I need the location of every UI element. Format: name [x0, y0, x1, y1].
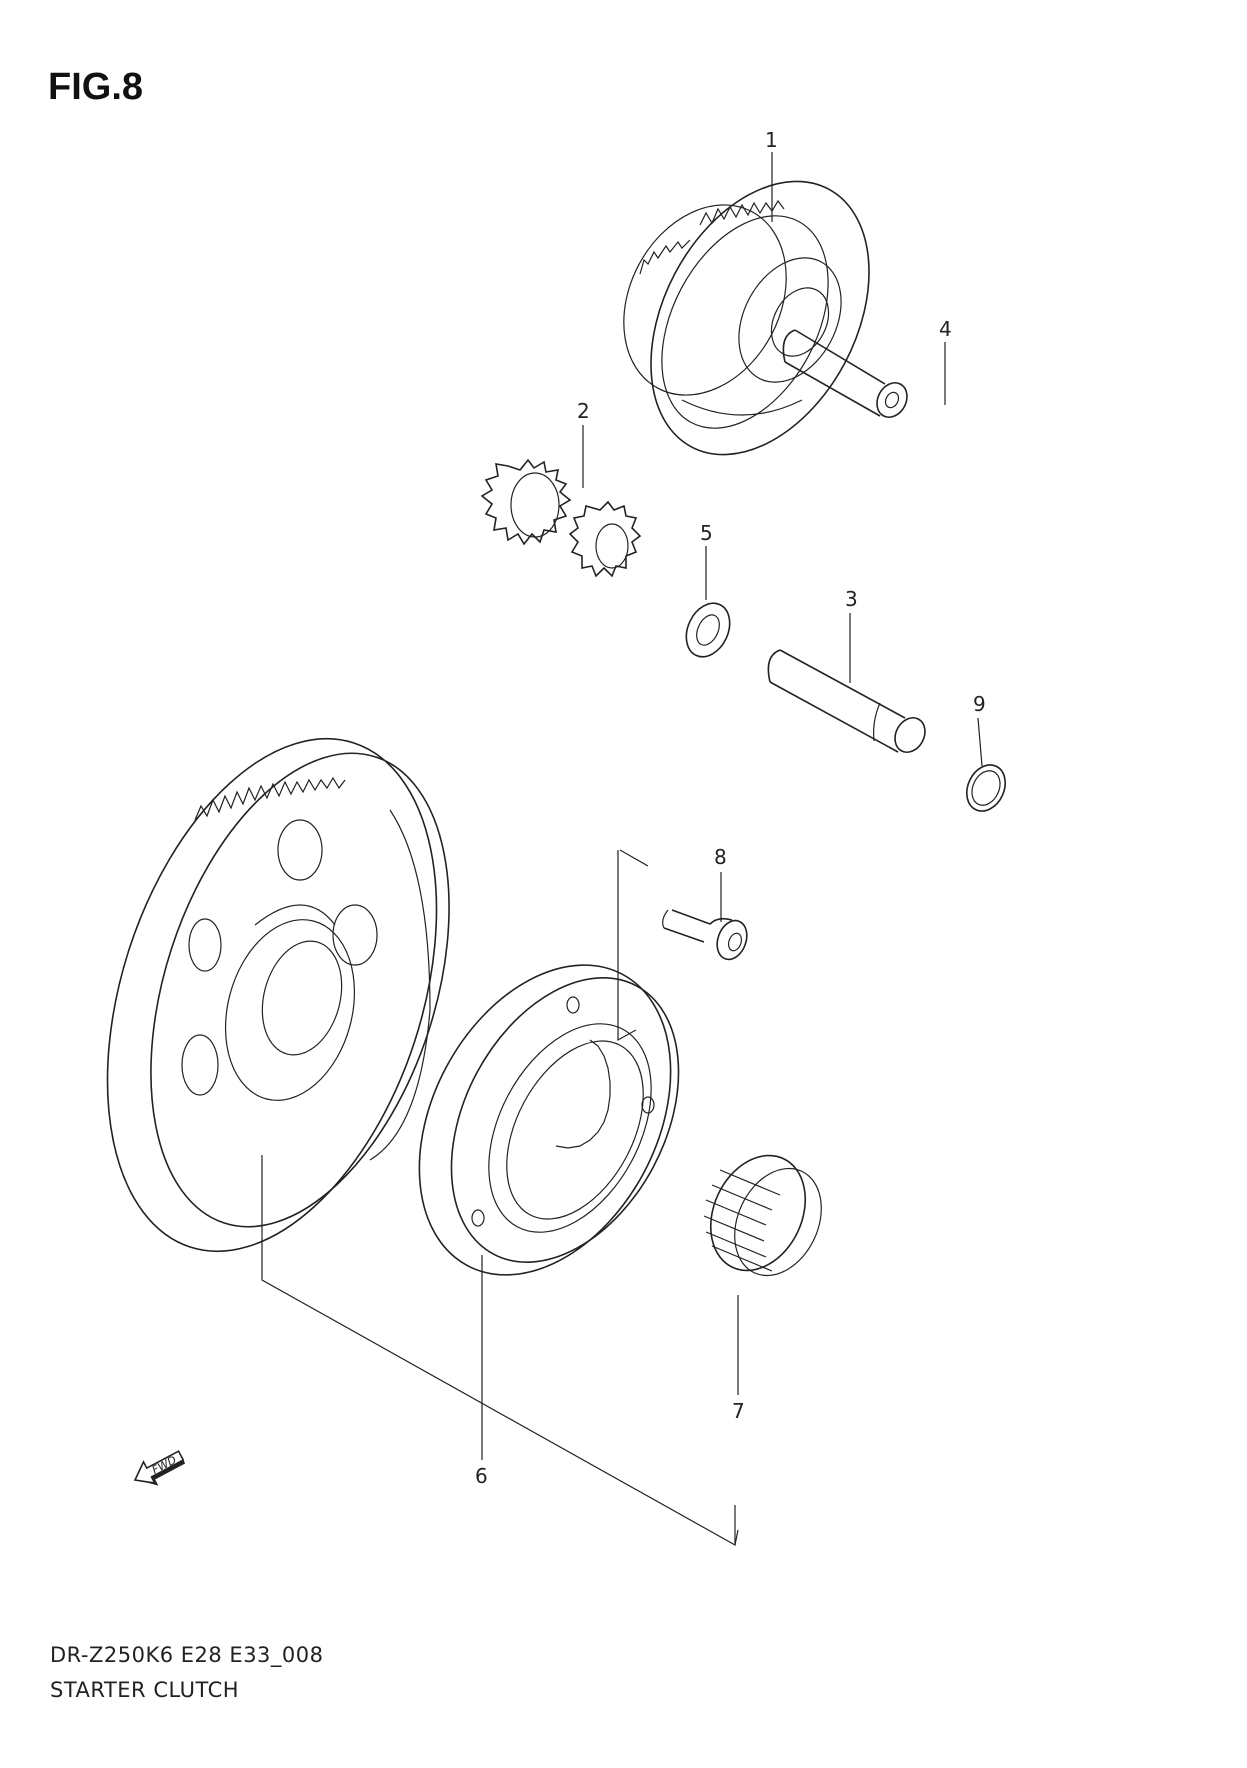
callout-5: 5	[700, 521, 713, 545]
part-8-bolt	[617, 849, 748, 1042]
part-4-shaft	[782, 329, 908, 418]
part-3-shaft	[767, 649, 926, 753]
starter-driven-gear	[106, 737, 450, 1253]
callout-9: 9	[973, 692, 986, 716]
part-9-circlip	[965, 764, 1007, 812]
leader-lines	[481, 152, 983, 1460]
part-1-idle-gear	[623, 180, 870, 456]
callout-6: 6	[475, 1464, 488, 1488]
callout-4: 4	[939, 317, 952, 341]
part-5-washer	[685, 602, 731, 658]
callout-7: 7	[732, 1399, 745, 1423]
callout-8: 8	[714, 845, 727, 869]
part-6-starter-clutch	[418, 964, 680, 1276]
callout-2: 2	[577, 399, 590, 423]
callout-1: 1	[765, 128, 778, 152]
footer-section-name: STARTER CLUTCH	[50, 1678, 240, 1702]
assembly-lines	[261, 1155, 739, 1547]
callout-3: 3	[845, 587, 858, 611]
part-2-double-gear	[480, 458, 642, 578]
footer-model-code: DR-Z250K6 E28 E33_008	[50, 1643, 324, 1667]
fwd-arrow-icon: FWD	[133, 1450, 186, 1486]
figure-title: FIG.8	[48, 66, 144, 108]
part-7-needle-bearing	[703, 1154, 822, 1277]
callout-labels: 1 2 3 4 5 6 7 8 9	[475, 128, 986, 1488]
